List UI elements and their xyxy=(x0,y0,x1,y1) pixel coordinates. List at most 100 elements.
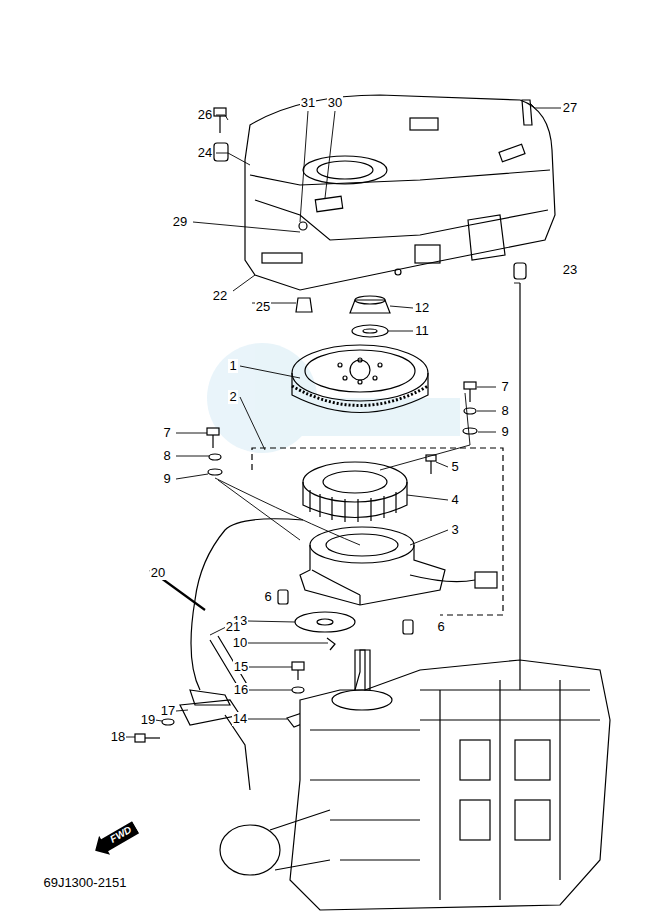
callout-number: 7 xyxy=(500,380,509,394)
callout-number: 11 xyxy=(414,324,430,338)
drawing-part xyxy=(176,474,208,479)
drawing-part xyxy=(210,627,226,635)
drawing-part xyxy=(325,111,335,198)
drawing-part xyxy=(460,800,490,840)
drawing-part xyxy=(176,456,209,457)
drawing-part xyxy=(415,245,440,263)
drawing-part xyxy=(295,612,355,632)
drawing-part xyxy=(430,461,431,474)
callout-number: 20 xyxy=(150,566,166,580)
drawing-part xyxy=(214,143,228,161)
drawing-part xyxy=(410,118,438,130)
drawing-part xyxy=(212,435,213,448)
drawing-part xyxy=(162,719,174,725)
drawing-part xyxy=(219,116,220,133)
drawing-part xyxy=(292,687,304,693)
callout-number: 17 xyxy=(160,704,176,718)
drawing-part xyxy=(292,373,428,413)
callout-number: 6 xyxy=(436,620,445,634)
watermark xyxy=(207,343,460,453)
drawing-part xyxy=(296,298,312,312)
callout-number: 4 xyxy=(450,493,459,507)
drawing-part xyxy=(240,397,265,450)
callout-number: 6 xyxy=(263,590,272,604)
drawing-part xyxy=(262,253,302,263)
drawing-part xyxy=(390,306,413,308)
drawing-part xyxy=(126,737,135,738)
drawing-part xyxy=(248,667,292,668)
callout-number: 10 xyxy=(232,636,248,650)
callout-number: 9 xyxy=(162,472,171,486)
drawing-part xyxy=(464,382,476,389)
leader-lines xyxy=(126,103,561,737)
drawing-part xyxy=(300,398,460,436)
callout-number: 12 xyxy=(414,301,430,315)
callout-number: 30 xyxy=(327,96,343,110)
top-cover xyxy=(245,95,555,290)
drawing-part xyxy=(191,519,303,690)
callout-number: 24 xyxy=(197,146,213,160)
callout-number: 23 xyxy=(562,263,578,277)
drawing-part xyxy=(373,376,377,380)
drawing-part xyxy=(270,810,330,870)
flywheel xyxy=(292,345,428,413)
drawing-part xyxy=(310,490,396,522)
callout-number: 25 xyxy=(255,300,271,314)
drawing-part xyxy=(303,462,407,502)
drawing-part xyxy=(464,408,476,414)
drawing-part xyxy=(297,670,298,680)
drawing-part xyxy=(317,619,333,625)
drawing-part xyxy=(380,393,470,470)
drawing-part xyxy=(310,730,420,860)
drawing-part xyxy=(300,545,445,605)
callout-number: 31 xyxy=(300,96,316,110)
bolts-washers xyxy=(207,382,477,475)
drawing-part xyxy=(469,389,470,402)
callout-number: 1 xyxy=(228,359,237,373)
drawing-part xyxy=(317,161,373,179)
drawing-part xyxy=(292,386,428,406)
drawing-part xyxy=(300,111,308,222)
drawing-part xyxy=(255,200,548,240)
assembly-bracket xyxy=(252,448,503,615)
drawing-part xyxy=(292,662,304,670)
drawing-part xyxy=(355,650,370,690)
drawing-part xyxy=(410,530,448,545)
drawing-part xyxy=(208,469,222,475)
drawing-part xyxy=(176,710,188,711)
callout-number: 29 xyxy=(172,215,188,229)
drawing-part xyxy=(350,360,370,380)
drawing-part xyxy=(193,222,300,232)
harness-parts xyxy=(135,570,250,790)
drawing-part xyxy=(395,269,401,275)
drawing-part xyxy=(215,478,360,545)
drawing-part xyxy=(475,572,497,588)
drawing-part xyxy=(410,575,475,582)
callout-number: 2 xyxy=(228,390,237,404)
drawing-part xyxy=(233,275,255,291)
callout-number: 8 xyxy=(500,404,509,418)
callout-number: 27 xyxy=(562,101,578,115)
drawing-part xyxy=(326,534,398,556)
callout-number: 21 xyxy=(225,620,241,634)
drawing-part xyxy=(515,800,550,840)
drawing-part xyxy=(292,345,428,401)
drawing-part xyxy=(358,358,362,362)
drawing-part xyxy=(352,325,388,337)
callout-number: 19 xyxy=(140,713,156,727)
callout-number: 14 xyxy=(232,712,248,726)
drawing-part xyxy=(514,263,526,279)
drawing-part xyxy=(499,144,525,162)
direction-arrow: FWD xyxy=(90,818,142,860)
small-parts xyxy=(214,100,532,337)
drawing-part xyxy=(303,156,387,184)
drawing-part xyxy=(310,527,414,563)
drawing-part xyxy=(248,719,287,720)
collars xyxy=(278,590,413,634)
drawing-part xyxy=(216,115,228,120)
assembly-line xyxy=(519,283,520,690)
drawing-part xyxy=(327,638,335,650)
drawing-part xyxy=(315,196,342,212)
drawing-part xyxy=(248,621,295,622)
callout-number: 15 xyxy=(233,660,249,674)
